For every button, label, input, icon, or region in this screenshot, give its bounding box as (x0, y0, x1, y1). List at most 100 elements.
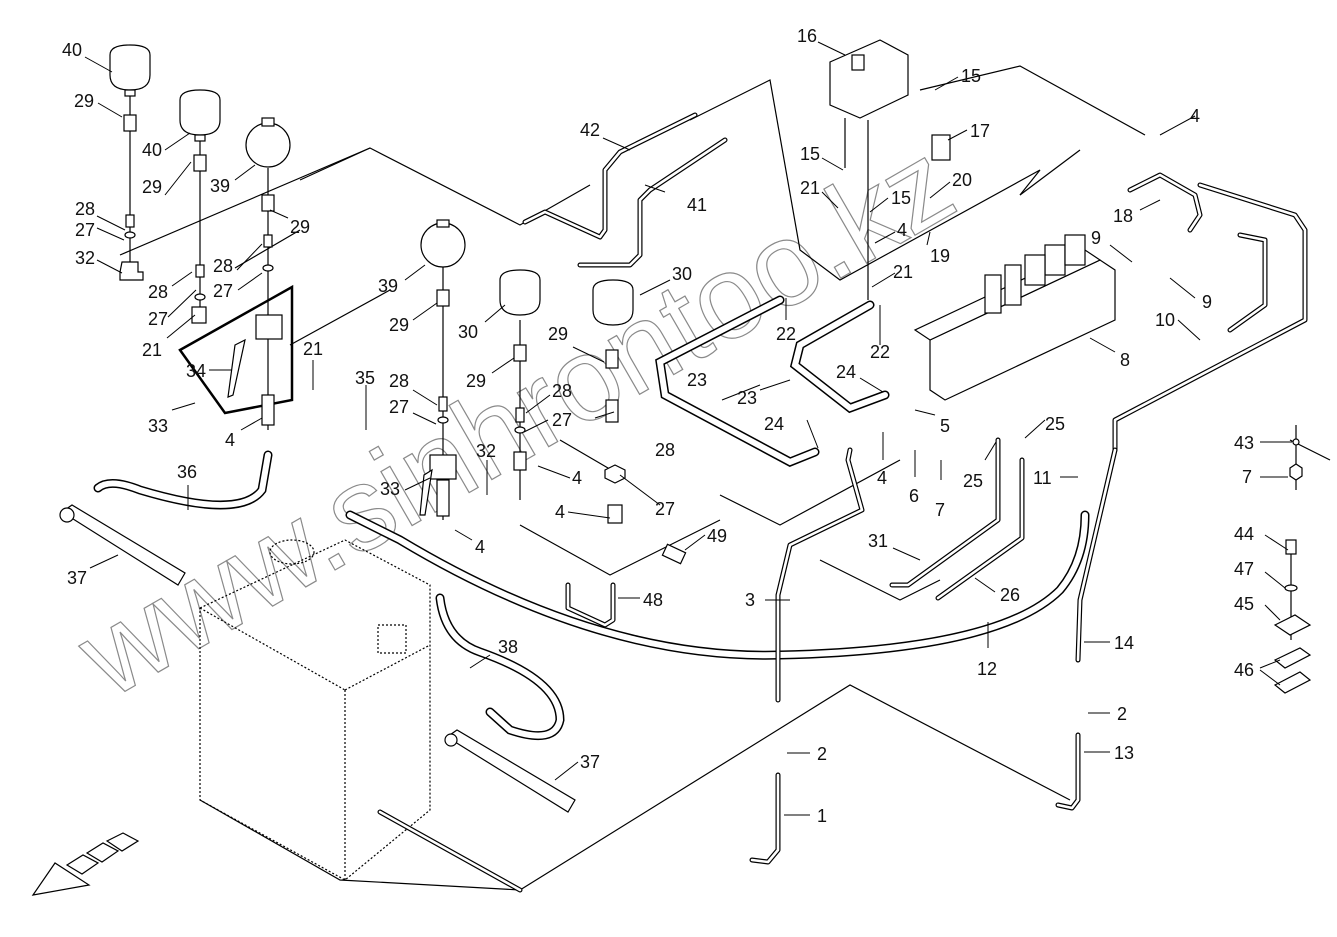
callout-16: 16 (797, 26, 817, 46)
callout-33: 33 (148, 416, 168, 436)
callout-27: 27 (655, 499, 675, 519)
callout-28: 28 (655, 440, 675, 460)
callout-1: 1 (817, 806, 827, 826)
callout-28: 28 (213, 256, 233, 276)
valve-block-33b (429, 454, 457, 480)
callout-20: 20 (952, 170, 972, 190)
callout-9: 9 (1091, 228, 1101, 248)
callout-37: 37 (67, 568, 87, 588)
callout-4: 4 (877, 468, 887, 488)
callout-4: 4 (475, 537, 485, 557)
callout-2: 2 (817, 744, 827, 764)
callout-29: 29 (142, 177, 162, 197)
accumulator-30b (592, 279, 634, 326)
callout-29: 29 (290, 217, 310, 237)
callout-28: 28 (75, 199, 95, 219)
accumulator-40a (109, 44, 151, 97)
valve-block-33a (255, 314, 283, 340)
callout-22: 22 (870, 342, 890, 362)
callout-42: 42 (580, 120, 600, 140)
callout-28: 28 (389, 371, 409, 391)
callout-44: 44 (1234, 524, 1254, 544)
callout-40: 40 (142, 140, 162, 160)
callout-30: 30 (672, 264, 692, 284)
callout-17: 17 (970, 121, 990, 141)
accumulator-39a (245, 117, 291, 168)
callout-8: 8 (1120, 350, 1130, 370)
callout-12: 12 (977, 659, 997, 679)
accumulator-30a (499, 269, 541, 316)
callout-38: 38 (498, 637, 518, 657)
callout-29: 29 (548, 324, 568, 344)
callout-35: 35 (355, 368, 375, 388)
callout-41: 41 (687, 195, 707, 215)
callout-21: 21 (893, 262, 913, 282)
accumulator-40b (179, 89, 221, 142)
valve-detail-box (178, 284, 294, 415)
callout-28: 28 (148, 282, 168, 302)
pressure-switch-17 (931, 134, 951, 161)
callout-29: 29 (389, 315, 409, 335)
callout-7: 7 (935, 500, 945, 520)
callout-37: 37 (580, 752, 600, 772)
pump-16 (829, 39, 909, 119)
callout-36: 36 (177, 462, 197, 482)
callout-24: 24 (836, 362, 856, 382)
callout-18: 18 (1113, 206, 1133, 226)
callout-19: 19 (930, 246, 950, 266)
cylinder-37b (444, 729, 576, 813)
callout-25: 25 (963, 471, 983, 491)
cylinder-37a (59, 504, 186, 586)
callout-26: 26 (1000, 585, 1020, 605)
callout-33: 33 (380, 479, 400, 499)
hydraulic-tank (199, 539, 431, 881)
callout-39: 39 (210, 176, 230, 196)
callout-13: 13 (1114, 743, 1134, 763)
callout-11: 11 (1033, 468, 1052, 488)
fittings (119, 114, 687, 565)
callout-labels: 40 29 40 29 39 29 28 27 32 28 27 21 28 2… (62, 26, 1254, 826)
callout-47: 47 (1234, 559, 1254, 579)
callout-15: 15 (961, 66, 981, 86)
callout-10: 10 (1155, 310, 1175, 330)
callout-39: 39 (378, 276, 398, 296)
leader-lines (84, 41, 1292, 816)
callout-7: 7 (1242, 467, 1252, 487)
callout-46: 46 (1234, 660, 1254, 680)
callout-4: 4 (225, 430, 235, 450)
callout-14: 14 (1114, 633, 1134, 653)
callout-23: 23 (737, 388, 757, 408)
callout-45: 45 (1234, 594, 1254, 614)
callout-21: 21 (142, 340, 162, 360)
handle-34 (227, 338, 246, 398)
callout-4: 4 (897, 220, 907, 240)
callout-27: 27 (148, 309, 168, 329)
callout-2: 2 (1117, 704, 1127, 724)
callout-6: 6 (909, 486, 919, 506)
valve-manifold-8 (913, 234, 1116, 401)
callout-27: 27 (75, 220, 95, 240)
front-arrow-icon (31, 832, 140, 896)
callout-24: 24 (764, 414, 784, 434)
callout-21: 21 (800, 178, 820, 198)
callout-4: 4 (555, 502, 565, 522)
callout-32: 32 (476, 441, 496, 461)
callout-3: 3 (745, 590, 755, 610)
callout-29: 29 (74, 91, 94, 111)
callout-27: 27 (213, 281, 233, 301)
callout-21: 21 (303, 339, 323, 359)
callout-48: 48 (643, 590, 663, 610)
callout-4: 4 (572, 468, 582, 488)
callout-28: 28 (552, 381, 572, 401)
callout-32: 32 (75, 248, 95, 268)
callout-43: 43 (1234, 433, 1254, 453)
callout-40: 40 (62, 40, 82, 60)
callout-23: 23 (687, 370, 707, 390)
clamp-hardware (1273, 425, 1312, 694)
callout-15: 15 (800, 144, 820, 164)
callout-27: 27 (389, 397, 409, 417)
callout-31: 31 (868, 531, 888, 551)
callout-4: 4 (1190, 106, 1200, 126)
callout-25: 25 (1045, 414, 1065, 434)
